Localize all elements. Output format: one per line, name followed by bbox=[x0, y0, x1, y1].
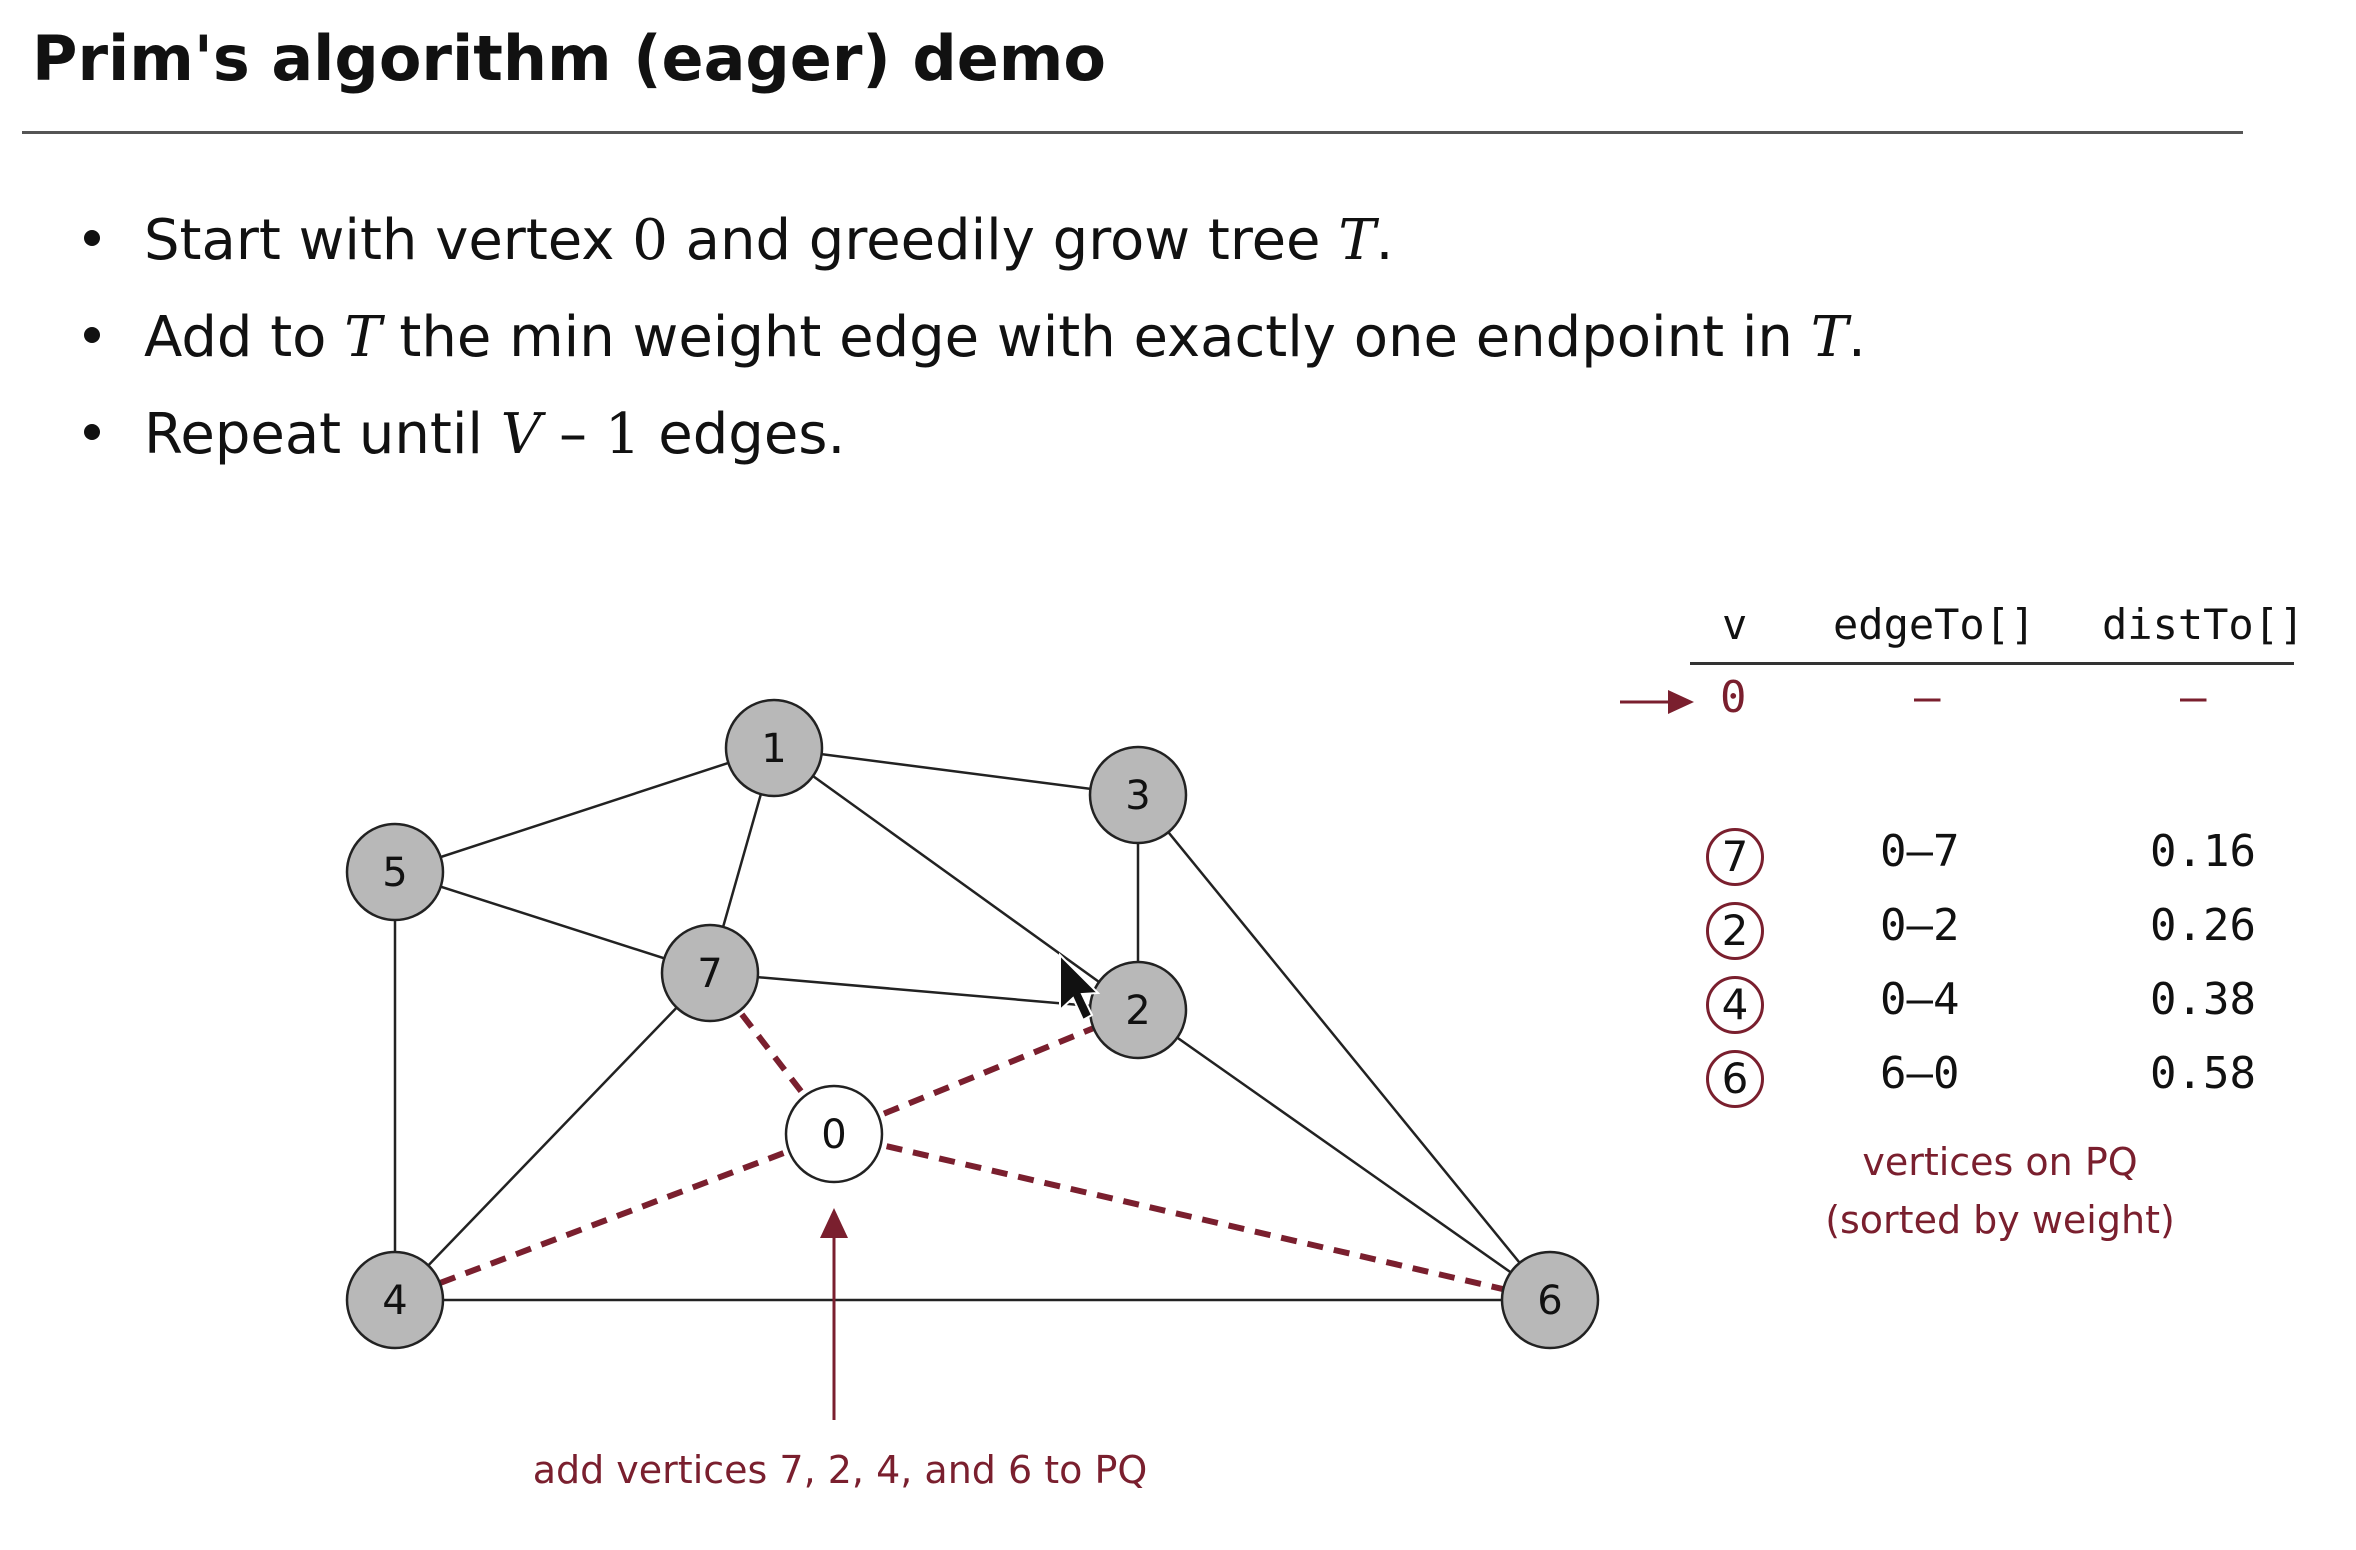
edge-2-6 bbox=[1137, 1008, 1551, 1302]
vertex-5: 5 bbox=[345, 822, 445, 922]
pq-row-edgeto: 6–0 bbox=[1880, 1048, 1960, 1099]
edge-layer bbox=[393, 746, 1551, 1303]
edge-5-7 bbox=[394, 870, 711, 975]
pq-vertex-badge: 2 bbox=[1706, 902, 1764, 960]
pq-vertex-badge: 7 bbox=[1706, 828, 1764, 886]
bullet-item: Start with vertex 0 and greedily grow tr… bbox=[80, 208, 1866, 305]
bullet-text: Add to bbox=[144, 305, 345, 370]
vertex-label: 4 bbox=[382, 1278, 407, 1324]
bullet-math: 1 bbox=[604, 402, 641, 467]
vertex-label: 7 bbox=[697, 951, 722, 997]
vertex-2: 2 bbox=[1088, 960, 1188, 1060]
bullet-math: T bbox=[344, 305, 382, 370]
vertex-3: 3 bbox=[1088, 745, 1188, 845]
edge-3-6 bbox=[1137, 794, 1551, 1301]
edge-1-3 bbox=[773, 746, 1139, 797]
bullet-math: 0 bbox=[632, 208, 668, 273]
title-divider bbox=[22, 131, 2243, 134]
vertex-layer: 0 1 2 3 4 5 6 7 bbox=[345, 698, 1600, 1350]
table-header-distto: distTo[] bbox=[2102, 600, 2305, 649]
bullet-text: . bbox=[1375, 208, 1394, 273]
vertex-label: 5 bbox=[382, 850, 407, 896]
pq-row-edgeto: 0–2 bbox=[1880, 900, 1960, 951]
current-row-distto: – bbox=[2180, 672, 2207, 723]
bullet-dot bbox=[84, 327, 100, 343]
edge-7-4 bbox=[394, 972, 711, 1301]
bullet-math: V bbox=[500, 402, 542, 467]
bullet-text: Repeat until bbox=[144, 402, 501, 467]
annotation-layer bbox=[820, 690, 1694, 1420]
edge-5-1 bbox=[394, 746, 775, 874]
edge-0-2 bbox=[832, 1007, 1140, 1137]
pq-row-edgeto: 0–4 bbox=[1880, 974, 1960, 1025]
pq-note-line2: (sorted by weight) bbox=[1825, 1198, 2175, 1242]
pq-vertex-badge: 4 bbox=[1706, 976, 1764, 1034]
bullet-math: T bbox=[1338, 208, 1376, 273]
pq-note-line1: vertices on PQ bbox=[1862, 1140, 2138, 1184]
vertex-circle bbox=[345, 1250, 445, 1350]
vertex-4: 4 bbox=[345, 1250, 445, 1350]
vertex-circle bbox=[784, 1084, 884, 1184]
bullet-text: and greedily grow tree bbox=[667, 208, 1339, 273]
vertex-circle bbox=[345, 822, 445, 922]
bullet-math: T bbox=[1810, 305, 1849, 370]
graph-annotation: add vertices 7, 2, 4, and 6 to PQ bbox=[532, 1448, 1148, 1492]
mouse-cursor-icon bbox=[1059, 952, 1101, 1022]
vertex-circle bbox=[724, 698, 824, 798]
vertex-6: 6 bbox=[1500, 1250, 1600, 1350]
bullet-item: Repeat until V – 1 edges. bbox=[80, 402, 1866, 499]
vertex-7: 7 bbox=[660, 923, 760, 1023]
bullet-text: edges. bbox=[640, 402, 846, 467]
vertex-1: 1 bbox=[724, 698, 824, 798]
pq-row-distto: 0.38 bbox=[2150, 974, 2256, 1025]
slide-title: Prim's algorithm (eager) demo bbox=[32, 22, 1106, 95]
current-row-v: 0 bbox=[1720, 672, 1747, 723]
vertex-circle bbox=[1088, 745, 1188, 845]
vertex-label: 2 bbox=[1125, 988, 1150, 1034]
vertex-label: 6 bbox=[1537, 1278, 1562, 1324]
pq-row-edgeto: 0–7 bbox=[1880, 826, 1960, 877]
pq-row-distto: 0.16 bbox=[2150, 826, 2256, 877]
table-header-v: v bbox=[1722, 600, 1748, 649]
current-row-arrowhead bbox=[1668, 690, 1694, 714]
annotation-arrowhead bbox=[820, 1208, 848, 1238]
bullet-text: – bbox=[541, 402, 605, 467]
vertex-0: 0 bbox=[784, 1084, 884, 1184]
bullet-text: the min weight edge with exactly one end… bbox=[381, 305, 1811, 370]
table-header-rule bbox=[1690, 662, 2294, 665]
bullet-dot bbox=[84, 424, 100, 440]
bullet-dot bbox=[84, 230, 100, 246]
bullet-list: Start with vertex 0 and greedily grow tr… bbox=[80, 208, 1866, 499]
edge-1-2 bbox=[773, 746, 1139, 1012]
edge-0-6 bbox=[833, 1131, 1551, 1303]
pq-row-distto: 0.26 bbox=[2150, 900, 2256, 951]
vertex-circle bbox=[660, 923, 760, 1023]
pq-vertex-badge: 6 bbox=[1706, 1050, 1764, 1108]
bullet-text: . bbox=[1848, 305, 1866, 370]
vertex-label: 1 bbox=[761, 726, 786, 772]
current-row-edgeto: – bbox=[1914, 672, 1941, 723]
vertex-label: 0 bbox=[821, 1112, 846, 1158]
vertex-circle bbox=[1500, 1250, 1600, 1350]
bullet-text: Start with vertex bbox=[144, 208, 633, 273]
vertex-label: 3 bbox=[1125, 773, 1150, 819]
bullet-item: Add to T the min weight edge with exactl… bbox=[80, 305, 1866, 402]
table-header-edgeto: edgeTo[] bbox=[1833, 600, 2036, 649]
pq-row-distto: 0.58 bbox=[2150, 1048, 2256, 1099]
edge-0-4 bbox=[393, 1131, 836, 1303]
